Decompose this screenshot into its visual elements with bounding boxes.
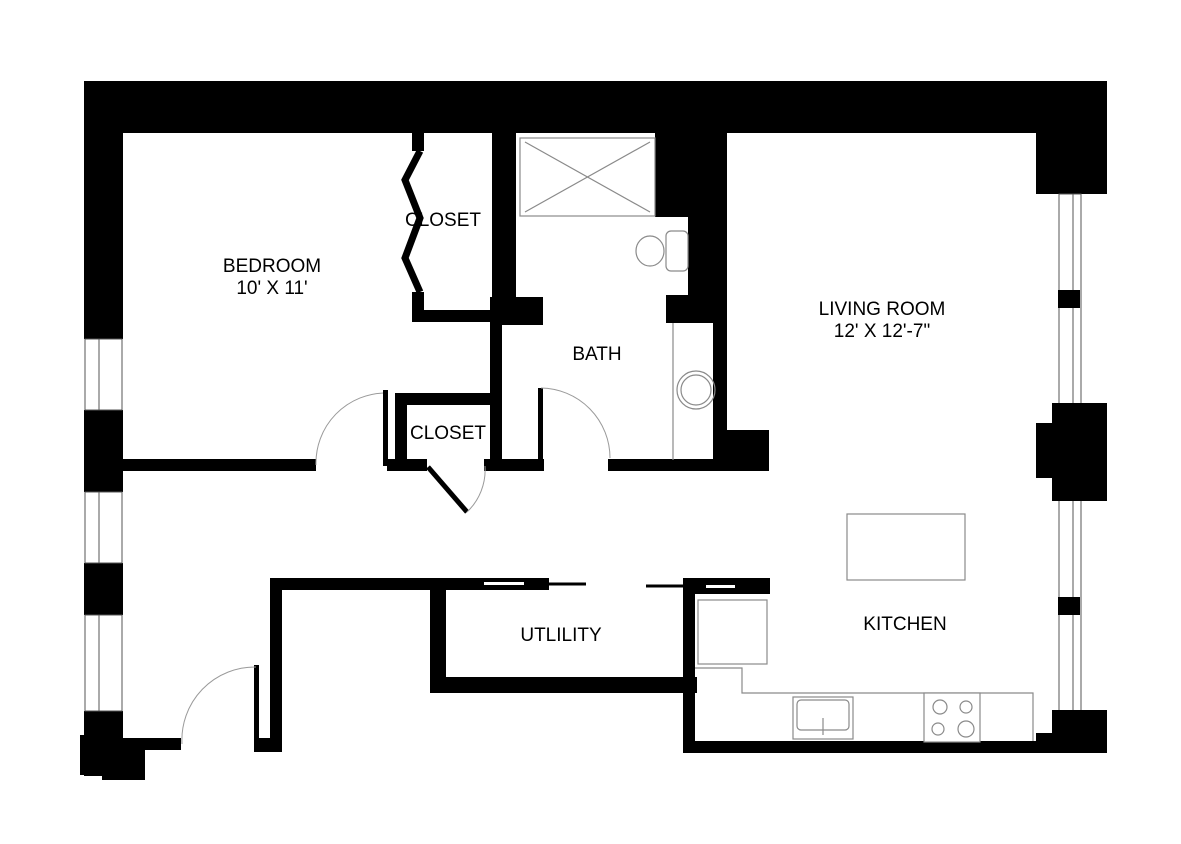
- living-wall-left: [713, 133, 727, 463]
- hall-closet-door-swing: [466, 465, 486, 513]
- hall-closet-wall-top: [395, 393, 499, 405]
- entry-door-leaf: [254, 665, 259, 748]
- bedroom-door-swing: [315, 392, 387, 466]
- bath-wall-bottom: [608, 459, 728, 471]
- mullion-right-1: [1058, 290, 1080, 308]
- kitchen-island: [846, 513, 966, 581]
- kitchen-counter: [695, 667, 1034, 741]
- room-name: CLOSET: [404, 210, 482, 231]
- kitchen-wall-bottom: [683, 741, 1107, 753]
- pocket-door-slot-right: [706, 585, 735, 588]
- room-label-bath: BATH: [572, 344, 621, 366]
- room-dimensions: 12' X 12'-7": [833, 321, 931, 342]
- entry-door-swing: [181, 666, 257, 745]
- exterior-wall-top: [84, 81, 1107, 133]
- entry-jamb-right: [254, 738, 282, 752]
- room-label-living-room: LIVING ROOM 12' X 12'-7": [819, 299, 946, 343]
- bath-sink-icon: [676, 370, 716, 410]
- refrigerator-icon: [697, 599, 768, 665]
- toilet-bowl-icon: [635, 235, 665, 267]
- mullion-right-2: [1058, 597, 1080, 615]
- room-label-closet-bedroom: CLOSET: [405, 210, 481, 232]
- bath-jamb-left: [490, 297, 543, 325]
- utility-wall-left: [430, 590, 446, 692]
- room-dimensions: 10' X 11': [236, 278, 308, 299]
- room-label-utility: UTLILITY: [520, 625, 601, 647]
- utility-wall-top: [270, 578, 549, 590]
- closet-jamb-top: [412, 133, 424, 151]
- hall-closet-jamb-left: [387, 459, 427, 471]
- hall-closet-door-leaf: [426, 465, 469, 514]
- exterior-wall-left-pier1: [84, 410, 123, 492]
- corner-step: [1036, 133, 1056, 190]
- room-name: LIVING ROOM: [818, 299, 946, 320]
- hall-closet-jamb-right: [484, 459, 544, 471]
- entry-wall-vertical: [270, 578, 282, 752]
- utility-wall-bottom: [430, 677, 697, 693]
- bifold-closet-doors: [401, 149, 424, 294]
- window-left-2: [84, 491, 123, 564]
- exterior-wall-left-pier2: [84, 563, 123, 615]
- room-label-bedroom: BEDROOM 10' X 11': [223, 256, 321, 300]
- cooktop-icon: [923, 692, 981, 743]
- window-left-3: [84, 614, 123, 712]
- pier-right-middle: [1052, 403, 1107, 501]
- bath-door-leaf: [538, 388, 543, 466]
- room-name: BEDROOM: [222, 256, 322, 277]
- room-label-kitchen: KITCHEN: [863, 614, 946, 636]
- bedroom-wall-bottom: [123, 459, 316, 471]
- entry-jamb-left: [123, 738, 181, 750]
- room-name: UTLILITY: [520, 625, 602, 646]
- exterior-wall-left-upper: [84, 81, 123, 339]
- bath-door-swing: [540, 387, 611, 459]
- kitchen-wall-left: [683, 578, 695, 753]
- toilet-tank-icon: [665, 230, 689, 272]
- room-name: CLOSET: [409, 423, 487, 444]
- room-name: KITCHEN: [863, 614, 947, 635]
- pocket-door-slot-left: [484, 582, 524, 585]
- window-left-1: [84, 338, 123, 411]
- room-name: BATH: [572, 344, 622, 365]
- closet-wall-bottom: [412, 310, 504, 322]
- bedroom-door-leaf: [383, 390, 388, 466]
- hall-closet-wall-left: [395, 393, 407, 466]
- room-label-closet-hall: CLOSET: [410, 423, 486, 445]
- wall-closet-bath: [492, 133, 516, 297]
- pier-right-middle-step: [1036, 423, 1056, 478]
